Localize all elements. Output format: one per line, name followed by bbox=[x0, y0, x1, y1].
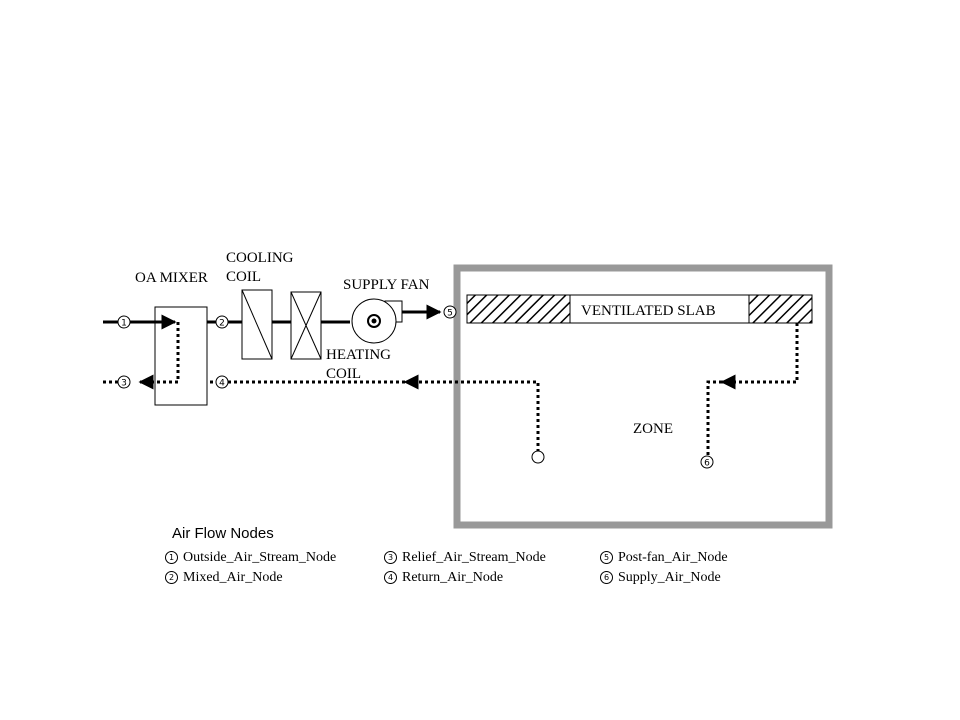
node-6-marker: 6 bbox=[700, 455, 714, 469]
svg-text:1: 1 bbox=[121, 319, 127, 329]
legend-item-label: Supply_Air_Node bbox=[618, 569, 721, 585]
heating-coil-label-line1: HEATING bbox=[326, 347, 391, 363]
node-3-marker: 3 bbox=[117, 375, 131, 389]
node-number-badge: 6 bbox=[600, 571, 613, 584]
slab-hatch-left bbox=[466, 294, 571, 324]
node-2-marker: 2 bbox=[215, 315, 229, 329]
legend-item: 2 Mixed_Air_Node bbox=[165, 568, 384, 587]
node-5-marker: 5 bbox=[443, 305, 457, 319]
oa-mixer-box bbox=[154, 306, 208, 406]
cooling-coil-label-line2: COIL bbox=[226, 269, 261, 285]
cooling-coil-diagonal bbox=[241, 289, 273, 360]
node-number-badge: 2 bbox=[165, 571, 178, 584]
legend-item: 3 Relief_Air_Stream_Node bbox=[384, 548, 600, 567]
legend-item-label: Return_Air_Node bbox=[402, 569, 504, 585]
legend-item: 1 Outside_Air_Stream_Node bbox=[165, 548, 384, 567]
ventilated-slab-label: VENTILATED SLAB bbox=[581, 303, 716, 319]
zone-return-dotted bbox=[403, 374, 540, 452]
node-number-badge: 3 bbox=[384, 551, 397, 564]
legend-item-label: Relief_Air_Stream_Node bbox=[402, 549, 546, 565]
supply-fan-label: SUPPLY FAN bbox=[343, 277, 430, 293]
legend-item-label: Mixed_Air_Node bbox=[183, 569, 283, 585]
slab-hatch-right bbox=[748, 294, 813, 324]
legend-item: 4 Return_Air_Node bbox=[384, 568, 600, 587]
node-number-badge: 5 bbox=[600, 551, 613, 564]
legend-item: 6 Supply_Air_Node bbox=[600, 568, 760, 587]
legend-item: 5 Post-fan_Air_Node bbox=[600, 548, 760, 567]
svg-text:4: 4 bbox=[219, 379, 225, 389]
cooling-coil-label-line1: COOLING bbox=[226, 250, 294, 266]
node-number-badge: 1 bbox=[165, 551, 178, 564]
svg-text:2: 2 bbox=[219, 319, 225, 329]
svg-text:3: 3 bbox=[121, 379, 127, 389]
supply-fan-icon bbox=[351, 298, 403, 344]
zone-label: ZONE bbox=[633, 421, 673, 437]
zone-supply-dotted bbox=[706, 380, 722, 455]
zone-return-point bbox=[531, 450, 545, 464]
oa-mixer-label: OA MIXER bbox=[135, 270, 208, 286]
heating-coil-label-line2: COIL bbox=[326, 366, 361, 382]
heating-coil-diagonal-b bbox=[290, 291, 322, 360]
legend-title: Air Flow Nodes bbox=[172, 525, 274, 542]
legend-item-label: Outside_Air_Stream_Node bbox=[183, 549, 337, 565]
zone-box bbox=[453, 264, 833, 529]
node-1-marker: 1 bbox=[117, 315, 131, 329]
legend: 1 Outside_Air_Stream_Node 3 Relief_Air_S… bbox=[165, 548, 760, 587]
svg-text:5: 5 bbox=[447, 309, 453, 319]
node-number-badge: 4 bbox=[384, 571, 397, 584]
node-4-marker: 4 bbox=[215, 375, 229, 389]
svg-text:6: 6 bbox=[704, 459, 710, 469]
legend-item-label: Post-fan_Air_Node bbox=[618, 549, 728, 565]
slab-to-zone-dotted bbox=[720, 323, 799, 390]
